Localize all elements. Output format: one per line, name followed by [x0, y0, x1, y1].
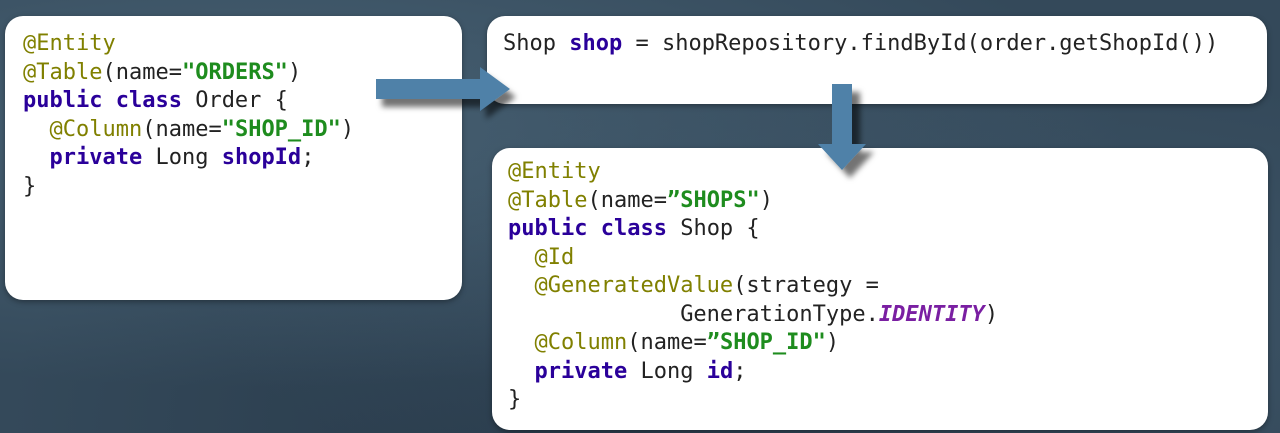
- private-keyword: private: [534, 358, 628, 384]
- generated-value-close: ): [984, 301, 999, 327]
- table-annotation-close: ): [287, 59, 302, 85]
- column-annotation-args: (name=: [142, 116, 222, 142]
- shop-id-column-name: ”SHOP_ID": [706, 330, 826, 355]
- long-type: Long: [627, 358, 707, 384]
- table-annotation: @Table: [23, 59, 103, 85]
- shop-type: Shop: [503, 31, 570, 56]
- table-annotation-close: ): [759, 187, 773, 213]
- orders-table-name: "ORDERS": [181, 59, 288, 85]
- arrow-right-icon: [376, 67, 510, 111]
- shops-table-name: ”SHOPS": [666, 187, 760, 213]
- closing-brace: }: [23, 173, 37, 199]
- column-annotation-args: (name=: [627, 330, 707, 355]
- strategy-arg: (strategy =: [733, 273, 879, 298]
- entity-annotation: @Entity: [508, 159, 601, 184]
- id-field: id: [706, 358, 734, 384]
- column-annotation-close: ): [825, 330, 840, 355]
- public-class-keyword: public class: [23, 88, 182, 113]
- shop-id-column-name: "SHOP_ID": [221, 116, 341, 142]
- semicolon: ;: [301, 145, 315, 170]
- shop-entity-code-box: @Entity @Table(name=”SHOPS") public clas…: [492, 148, 1268, 430]
- order-class-name: Order {: [181, 88, 288, 113]
- column-annotation: @Column: [534, 330, 628, 355]
- shop-class-name: Shop {: [666, 216, 760, 241]
- generated-value-annotation: @GeneratedValue: [534, 273, 734, 298]
- shop-variable: shop: [569, 31, 623, 56]
- table-annotation-args: (name=: [587, 187, 667, 213]
- shop-code-block: @Entity @Table(name=”SHOPS") public clas…: [508, 158, 1268, 415]
- table-annotation-args: (name=: [102, 59, 182, 85]
- column-annotation-close: ): [340, 116, 355, 142]
- public-class-keyword: public class: [508, 216, 667, 241]
- closing-brace: }: [508, 387, 522, 412]
- identity-constant: IDENTITY: [878, 301, 985, 327]
- id-annotation: @Id: [534, 244, 575, 270]
- long-type: Long: [142, 145, 222, 170]
- find-by-id-call: = shopRepository.findById(order.getShopI…: [622, 31, 1219, 56]
- semicolon: ;: [733, 358, 747, 384]
- shop-id-field: shopId: [221, 145, 302, 170]
- repository-code-line: Shop shop = shopRepository.findById(orde…: [503, 30, 1267, 59]
- column-annotation: @Column: [49, 116, 143, 142]
- arrow-down-icon: [818, 84, 866, 170]
- repository-call-box: Shop shop = shopRepository.findById(orde…: [487, 16, 1267, 104]
- table-annotation: @Table: [508, 187, 588, 213]
- entity-annotation: @Entity: [23, 31, 116, 56]
- order-code-block: @Entity @Table(name="ORDERS") public cla…: [23, 30, 462, 201]
- private-keyword: private: [49, 145, 143, 170]
- generation-type: GenerationType.: [680, 301, 879, 327]
- order-entity-code-box: @Entity @Table(name="ORDERS") public cla…: [5, 16, 462, 300]
